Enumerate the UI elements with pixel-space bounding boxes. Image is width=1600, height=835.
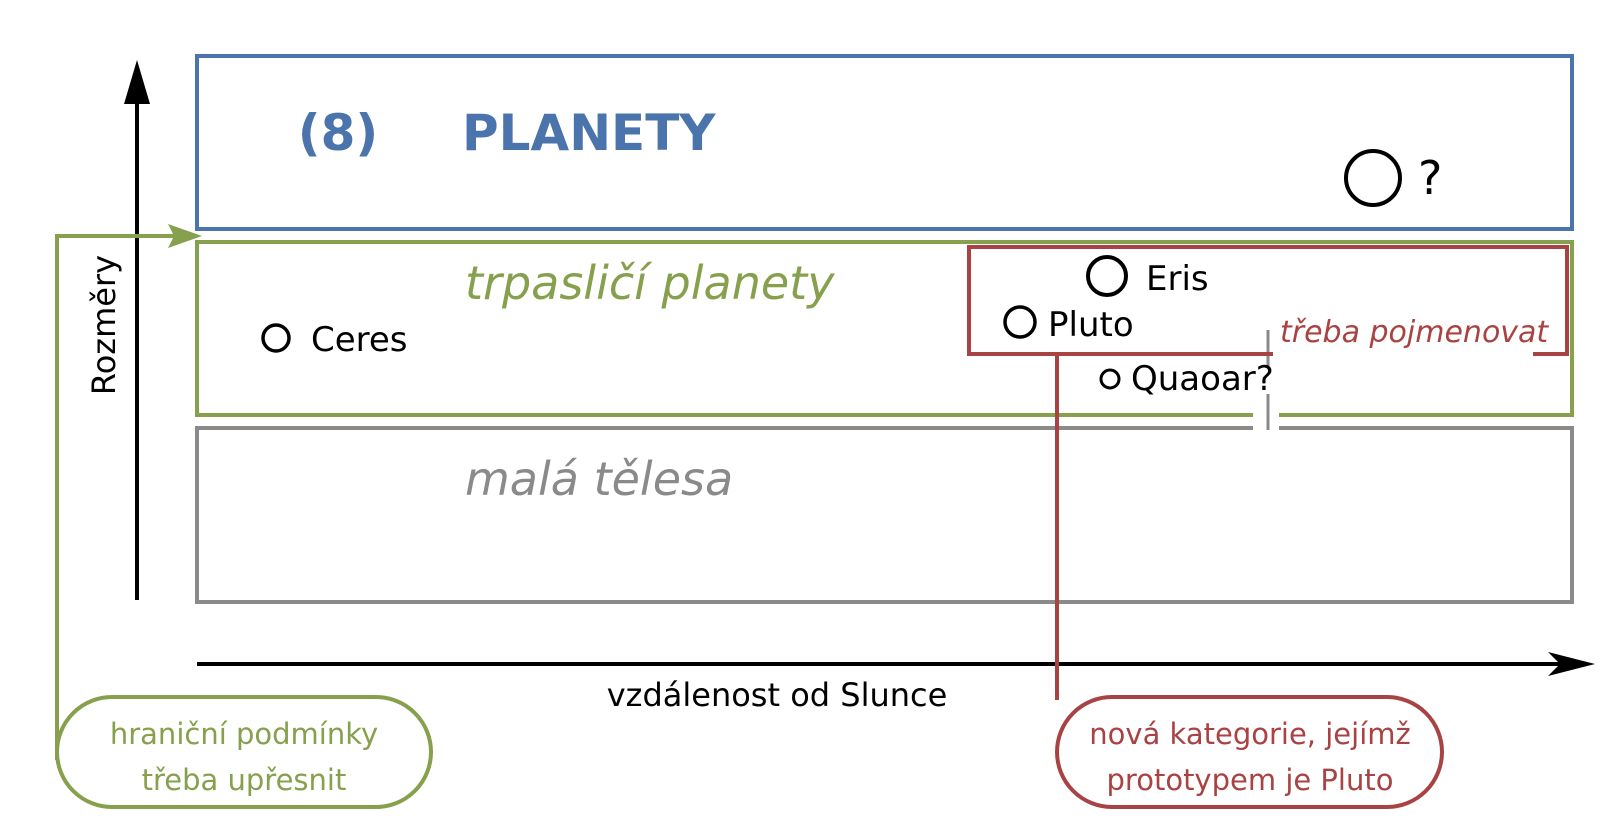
dwarf-planets-box [195,240,1574,417]
naming-note: třeba pojmenovat [1280,315,1549,350]
quaoar-label: Quaoar? [1131,359,1274,399]
x-axis [197,652,1595,676]
quaoar-marker [1099,368,1121,390]
boundary-connector [55,224,202,760]
boundary-note-line1: hraniční podmínky [110,717,378,751]
ceres-marker [261,323,291,353]
pluto-marker [1003,305,1037,339]
small-bodies-title: malá tělesa [465,452,733,506]
eris-marker [1086,255,1128,297]
small-bodies-box [195,426,1574,604]
eris-label: Eris [1146,259,1209,299]
category-note-box [1055,695,1444,809]
y-axis [124,60,150,600]
x-axis-label: vzdálenost od Slunce [607,676,948,714]
ceres-label: Ceres [311,320,408,360]
pluto-class-box [967,245,1569,356]
dwarf-planets-title: trpasličí planety [465,256,835,310]
unknown-planet-label: ? [1418,151,1442,205]
pluto-label: Pluto [1048,305,1134,345]
planets-title: PLANETY [462,104,716,162]
y-axis-label: Rozměry [85,255,123,395]
category-note-line2: prototypem je Pluto [1107,763,1394,797]
planets-count: (8) [298,104,379,162]
unknown-planet-marker [1344,149,1402,207]
planets-box [195,54,1574,231]
boundary-note-box [55,695,433,809]
category-note-line1: nová kategorie, jejímž [1089,717,1410,751]
boundary-note-line2: třeba upřesnit [142,763,347,797]
